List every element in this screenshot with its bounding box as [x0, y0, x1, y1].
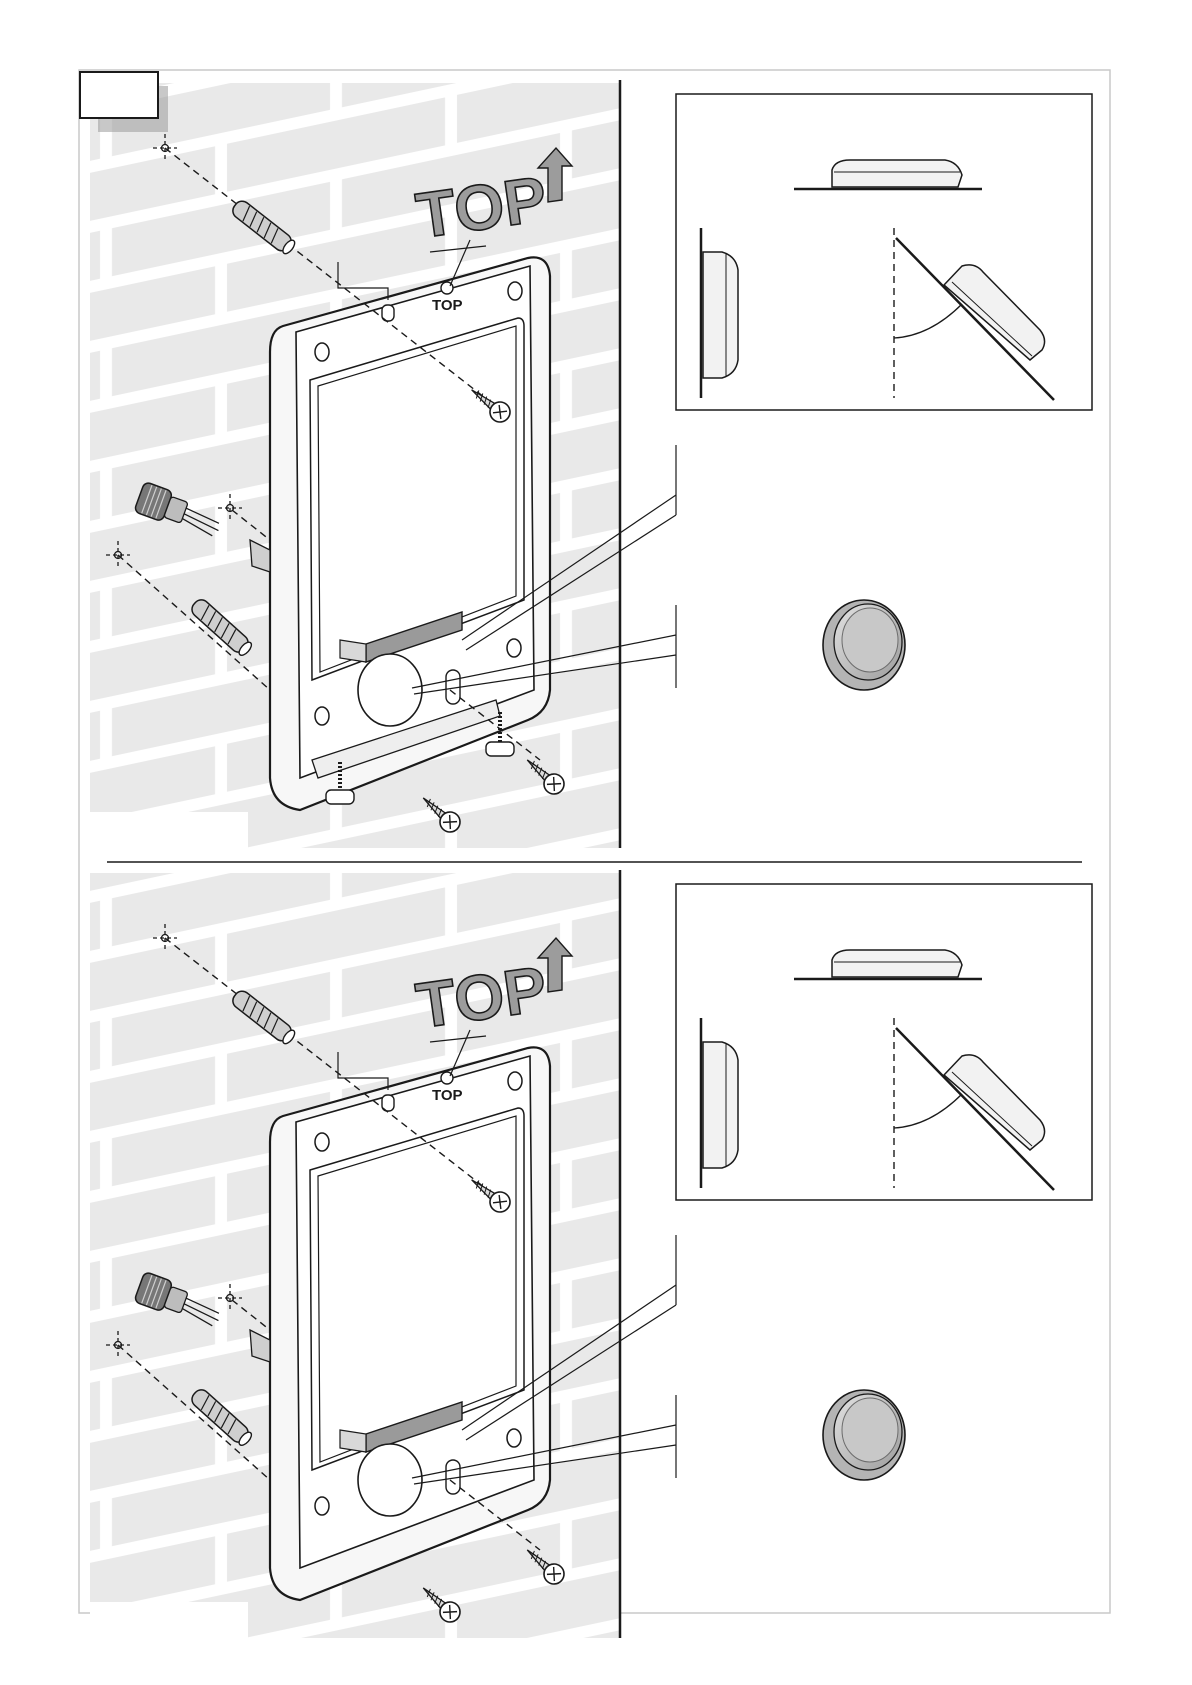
device-top-view [832, 950, 962, 977]
frame-screw-hole [508, 1072, 522, 1090]
frame-screw-hole [507, 639, 521, 657]
cable-entry-hole [358, 1444, 422, 1516]
device-top-view [832, 160, 962, 187]
device-wall-view [703, 252, 738, 378]
sealing-cap-icon [823, 600, 905, 690]
white-label-patch [90, 1602, 248, 1638]
frame-screw-hole [507, 1429, 521, 1447]
frame-embossed-top: TOP [432, 297, 463, 314]
frame-screw-hole [315, 1497, 329, 1515]
frame-embossed-top: TOP [432, 1087, 463, 1104]
sealing-cap-icon [823, 1390, 905, 1480]
step-number-box [80, 72, 158, 118]
mounting-orientation-inset [676, 94, 1092, 410]
frame-screw-hole [508, 282, 522, 300]
spacer-foot-right [486, 742, 514, 756]
white-label-patch [90, 812, 248, 848]
cable-entry-hole [358, 654, 422, 726]
frame-screw-hole [315, 1133, 329, 1151]
spacer-foot-left [326, 790, 354, 804]
mounting-orientation-inset [676, 884, 1092, 1200]
frame-screw-hole [315, 343, 329, 361]
frame-screw-hole [315, 707, 329, 725]
device-wall-view [703, 1042, 738, 1168]
